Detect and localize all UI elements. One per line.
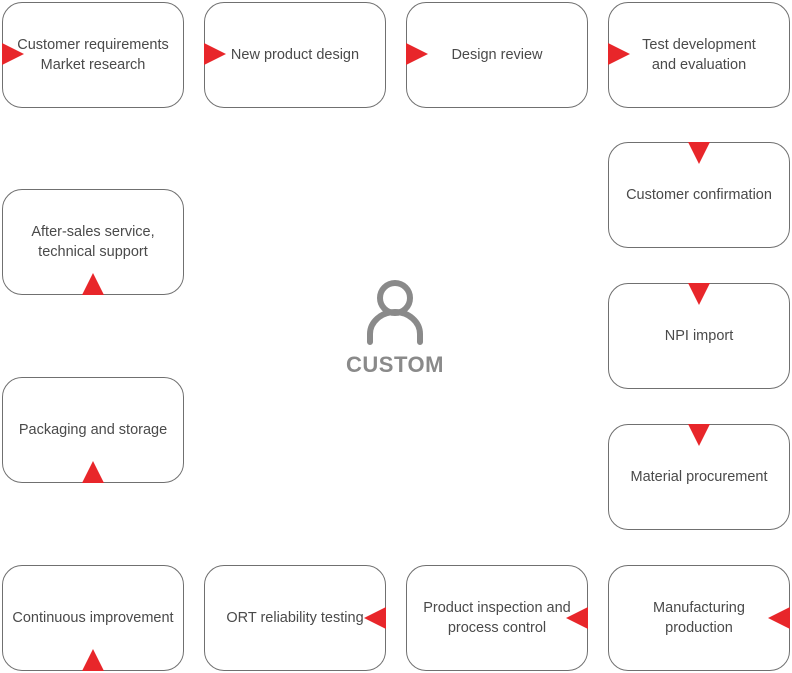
step-label: Design review <box>447 45 546 65</box>
arrow-right-icon <box>608 43 630 65</box>
step-new-product-design: New product design <box>204 2 386 108</box>
step-ort-testing: ORT reliability testing <box>204 565 386 671</box>
user-icon <box>367 280 423 345</box>
arrow-up-icon <box>82 273 104 295</box>
step-design-review: Design review <box>406 2 588 108</box>
step-label-line: New product design <box>230 47 360 63</box>
step-label-line: Manufacturing <box>653 600 745 616</box>
step-label: Material procurement <box>627 467 772 487</box>
step-label-line: process control <box>447 620 547 636</box>
step-label-line: technical support <box>38 244 148 260</box>
step-manufacturing-production: Manufacturing production <box>608 565 790 671</box>
step-label: ORT reliability testing <box>222 608 367 628</box>
arrow-down-icon <box>688 142 710 164</box>
step-label: Product inspection and process control <box>419 598 575 638</box>
arrow-right-icon <box>406 43 428 65</box>
step-label-line: and evaluation <box>651 57 747 73</box>
step-label-line: ORT reliability testing <box>226 610 364 626</box>
step-label-line: Packaging and storage <box>18 422 168 438</box>
step-packaging-storage: Packaging and storage <box>2 377 184 483</box>
step-label-line: NPI import <box>664 328 734 344</box>
step-npi-import: NPI import <box>608 283 790 389</box>
step-label-line: production <box>665 620 733 636</box>
step-label-line: Customer confirmation <box>626 187 772 203</box>
step-label-line: Customer requirements <box>17 37 169 53</box>
step-label-line: Continuous improvement <box>12 610 174 626</box>
step-label: Customer requirements Market research <box>13 35 173 75</box>
arrow-left-icon <box>364 607 386 629</box>
step-label: After-sales service, technical support <box>27 222 158 262</box>
center-label: CUSTOM <box>346 352 444 377</box>
step-label-line: Market research <box>40 57 146 73</box>
step-label-line: Design review <box>451 47 543 63</box>
center-customer: CUSTOM <box>340 278 450 378</box>
step-label: NPI import <box>661 326 738 346</box>
arrow-right-icon <box>2 43 24 65</box>
step-label: Test development and evaluation <box>638 35 760 75</box>
step-label: Customer confirmation <box>622 185 776 205</box>
arrow-up-icon <box>82 649 104 671</box>
arrow-left-icon <box>768 607 790 629</box>
step-label: Manufacturing production <box>649 598 749 638</box>
arrow-down-icon <box>688 283 710 305</box>
step-label-line: Material procurement <box>630 469 768 485</box>
step-test-development: Test development and evaluation <box>608 2 790 108</box>
arrow-down-icon <box>688 424 710 446</box>
arrow-right-icon <box>204 43 226 65</box>
step-label-line: Test development <box>642 37 756 53</box>
step-label: Continuous improvement <box>8 608 177 628</box>
arrow-up-icon <box>82 461 104 483</box>
arrow-left-icon <box>566 607 588 629</box>
step-label-line: After-sales service, <box>31 224 155 240</box>
step-customer-requirements: Customer requirements Market research <box>2 2 184 108</box>
step-label: Packaging and storage <box>15 420 171 440</box>
step-after-sales: After-sales service, technical support <box>2 189 184 295</box>
step-product-inspection: Product inspection and process control <box>406 565 588 671</box>
step-label-line: Product inspection and <box>423 600 571 616</box>
step-label: New product design <box>227 45 363 65</box>
